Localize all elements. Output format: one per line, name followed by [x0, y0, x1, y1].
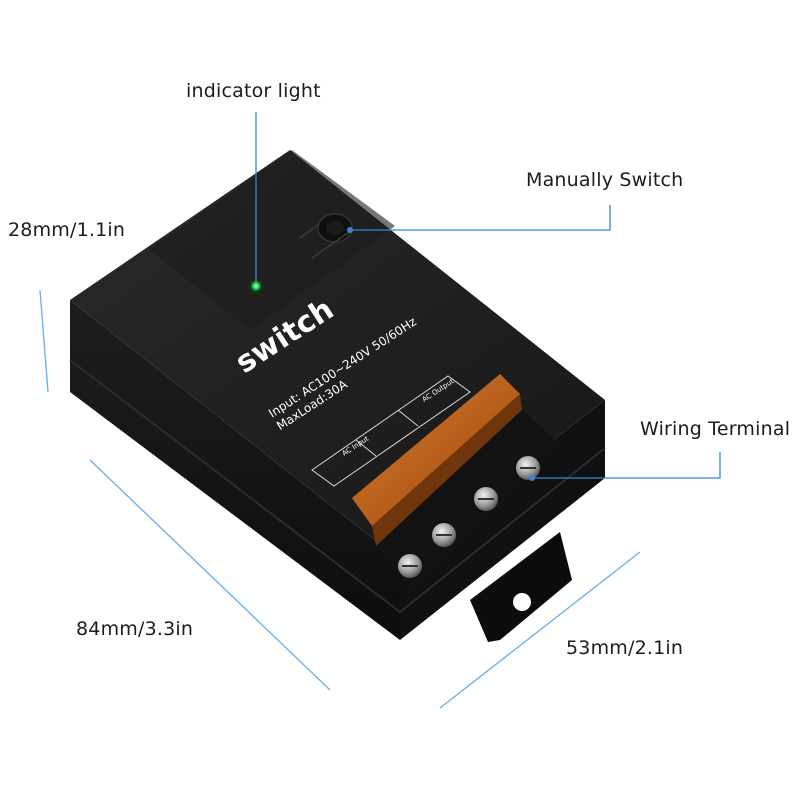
body-seam — [69, 359, 606, 614]
mounting-hole — [513, 593, 531, 611]
terminal-screw — [432, 523, 456, 547]
body-right-side — [400, 400, 605, 640]
terminal-screw — [398, 554, 422, 578]
terminal-block — [376, 410, 560, 590]
dimension-length-label: 84mm/3.3in — [76, 618, 194, 640]
dimension-lines — [39, 289, 641, 709]
body-left-side — [70, 300, 400, 640]
terminal-screw — [516, 456, 540, 480]
terminal-cover — [352, 374, 520, 526]
callout-indicator-light: indicator light — [186, 80, 321, 102]
callout-wiring-terminal: Wiring Terminal — [640, 418, 791, 440]
callout-manual-switch: Manually Switch — [526, 169, 684, 191]
width-dimension-line — [439, 551, 641, 709]
terminal-leader-line — [532, 452, 721, 479]
callout-leaders — [255, 112, 721, 479]
indicator-led — [248, 278, 264, 294]
wiring-diagram-outline — [311, 375, 471, 487]
length-dimension-line — [89, 459, 331, 691]
terminal-cover-lip — [372, 394, 522, 546]
switch-leader-line — [350, 205, 611, 231]
upper-block-top — [150, 150, 395, 330]
mounting-tab — [470, 532, 572, 642]
dimension-height-label: 28mm/1.1in — [8, 219, 126, 241]
height-dimension-line — [39, 289, 49, 393]
terminal-screw — [474, 487, 498, 511]
dimension-width-label: 53mm/2.1in — [566, 637, 684, 659]
